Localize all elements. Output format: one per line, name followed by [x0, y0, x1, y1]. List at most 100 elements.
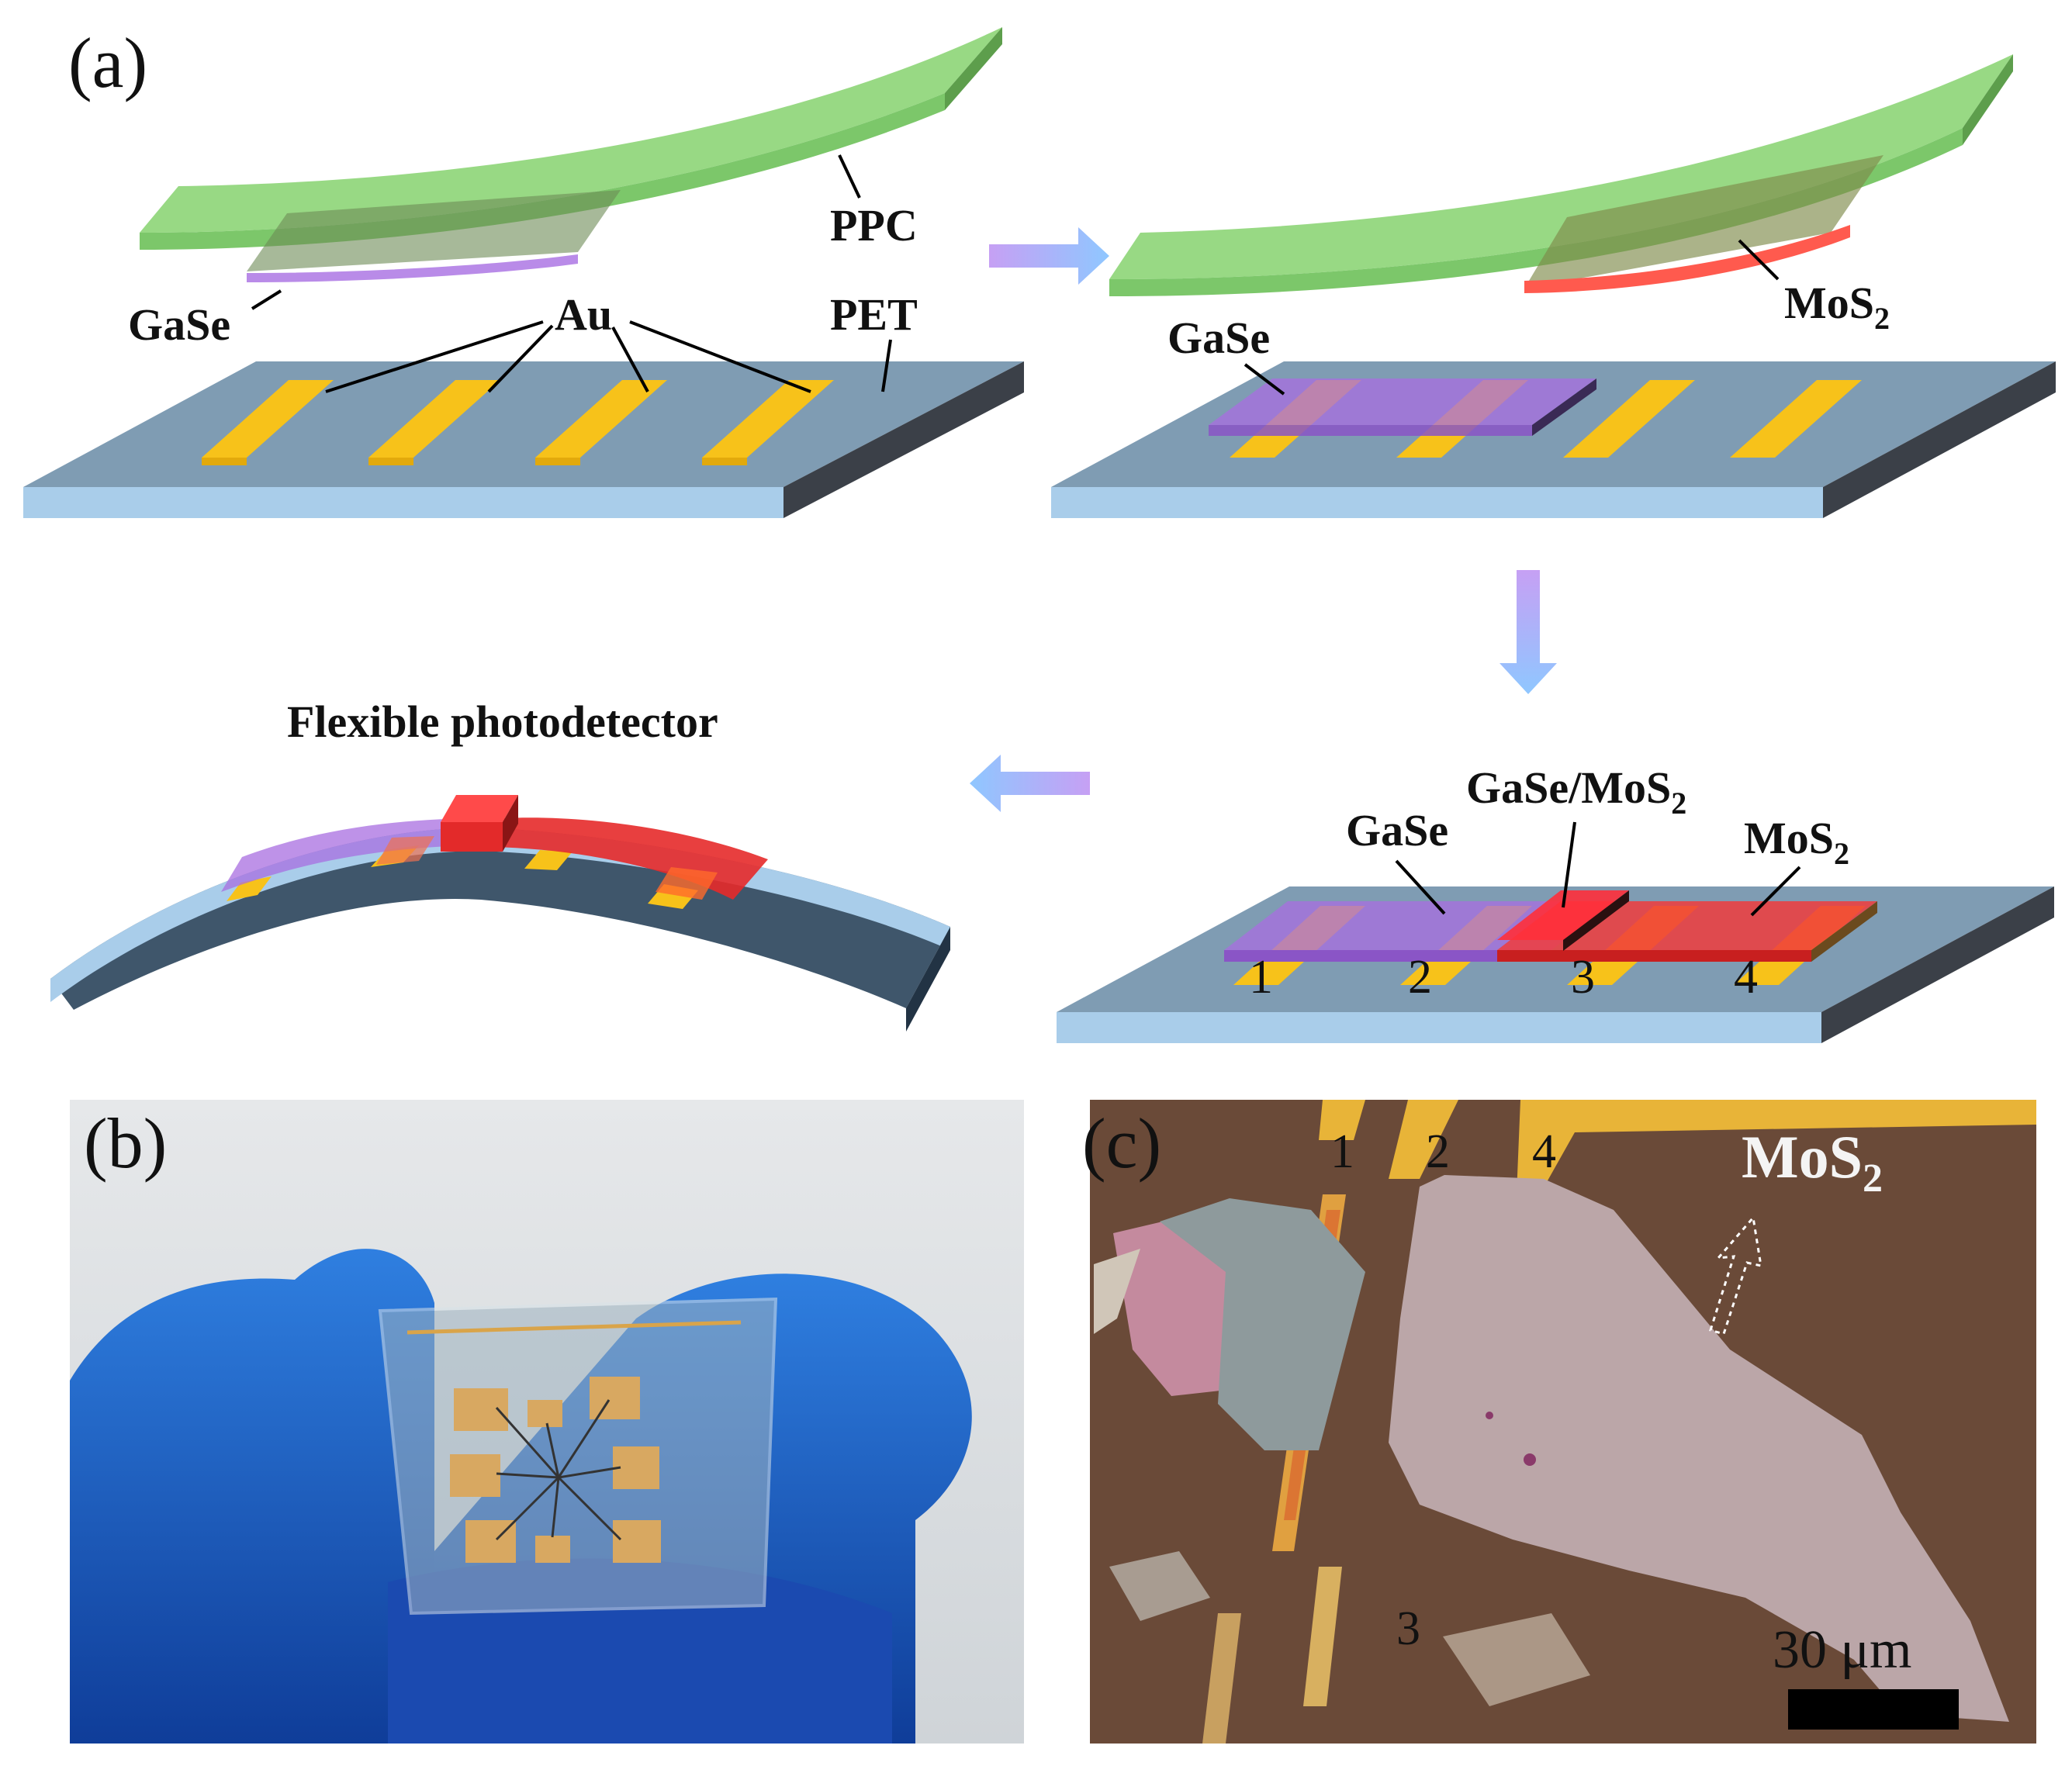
pointer-au-4 [629, 320, 811, 393]
au-electrode-edge [368, 458, 413, 465]
pointer-gase-step2 [1244, 363, 1285, 396]
electrode-number: 1 [1249, 951, 1273, 1004]
pet-label: PET [830, 289, 918, 340]
heterostructure-label: GaSe/MoS2 [1466, 762, 1686, 821]
pet-substrate-front [1057, 1012, 1821, 1043]
ppc-film-end [945, 27, 1002, 110]
panel-b-label: (b) [84, 1104, 167, 1183]
gase-flake [1094, 1249, 1140, 1334]
pet-substrate-front [1051, 487, 1823, 518]
mos2-label-step2: MoS2 [1784, 278, 1890, 336]
flake-spot [1486, 1412, 1493, 1419]
au-label: Au [555, 289, 612, 340]
pointer-mos2-step2 [1738, 239, 1780, 281]
gase-flake-on-ppc [247, 254, 578, 282]
scale-bar-label: 30 μm [1773, 1620, 1911, 1680]
electrode-number: 3 [1571, 951, 1595, 1004]
ppc-label: PPC [830, 200, 918, 251]
electrode-pad [590, 1377, 640, 1419]
step4-schematic: Flexible photodetector [50, 696, 950, 1032]
gase-flake-side [1532, 378, 1596, 436]
panel-c: 1 2 4 3 MoS2 30 μm (c) [1082, 1100, 2036, 1744]
pet-substrate-top [23, 361, 1024, 487]
overlap-highlight [376, 836, 434, 865]
gase-flake [1109, 1551, 1210, 1621]
au-electrode [702, 380, 834, 458]
au-electrode-edge [202, 458, 247, 465]
bent-substrate-side [906, 927, 950, 1032]
micro-electrode-lower [1202, 1613, 1241, 1744]
pet-substrate-side [1823, 361, 2056, 518]
micro-electrode-number: 4 [1532, 1125, 1556, 1178]
electrode-pad [450, 1454, 500, 1497]
panel-b: (b) [70, 1100, 1024, 1744]
au-electrode [227, 876, 272, 901]
gase-flake [1113, 1218, 1241, 1396]
mos2-on-ppc-shadow [1524, 155, 1883, 289]
flake-spot [1524, 1453, 1536, 1466]
pointer-ppc [838, 154, 861, 199]
step-arrow-down [1500, 570, 1557, 694]
micro-electrode-1 [1319, 1100, 1365, 1140]
ppc-film-front [140, 93, 945, 250]
raised-heterojunction-top [441, 795, 518, 822]
au-electrode [368, 380, 500, 458]
gase-on-ppc-shadow [247, 190, 621, 271]
mos2-flake-edge [1497, 950, 1811, 962]
pointer-gase-step3 [1395, 859, 1446, 915]
mos2-flake-on-ppc [1524, 225, 1850, 293]
gase-flake-edge [1224, 950, 1551, 962]
pointer-au-3 [611, 327, 649, 392]
step-arrow-left [970, 755, 1090, 812]
pet-substrate-side [783, 361, 1024, 518]
gase-label-step1: GaSe [128, 299, 230, 350]
mos2-label-micrograph: MoS2 [1742, 1123, 1883, 1201]
gase-flake [1209, 378, 1596, 425]
micro-electrode-4 [1517, 1100, 2036, 1194]
overlap-highlight [655, 867, 718, 900]
pet-substrate-side [1821, 886, 2054, 1043]
au-electrode [1563, 380, 1695, 458]
pointer-au-1 [325, 320, 544, 393]
flexible-photodetector-label: Flexible photodetector [287, 696, 718, 747]
micro-electrode-number: 3 [1396, 1602, 1420, 1655]
gase-flake-edge [1209, 425, 1532, 436]
glove-left [70, 1249, 434, 1744]
pointer-gase-step1 [251, 289, 282, 310]
electrode-leads [495, 1399, 622, 1541]
micro-electrode-3 [1303, 1567, 1342, 1706]
pointer-mos2-step3 [1750, 866, 1801, 917]
au-electrode [1730, 380, 1862, 458]
micro-electrode-2 [1389, 1100, 1458, 1179]
gase-flake [1160, 1198, 1365, 1450]
heterostructure-side [1563, 890, 1629, 951]
heterostructure-overlap [1497, 890, 1629, 940]
mos2-pointer-arrow [1709, 1215, 1762, 1336]
raised-heterojunction-front [441, 822, 503, 852]
raised-heterojunction-side [503, 795, 518, 852]
panel-a: (a) PP [23, 23, 2056, 1043]
substrate-edge-line [406, 1320, 742, 1335]
au-electrode [535, 380, 667, 458]
gase-label-step3: GaSe [1346, 805, 1448, 855]
step-arrow-right [989, 227, 1109, 285]
ppc-film-top [1109, 54, 2013, 279]
electrode-pattern [450, 1377, 661, 1563]
au-electrodes [202, 380, 834, 465]
pet-substrate-front [23, 487, 783, 518]
electrode-pad [613, 1520, 661, 1563]
ppc-film-top [140, 27, 1002, 233]
electrode-pad [454, 1388, 508, 1431]
pointer-pet [881, 339, 892, 392]
step3-schematic: 1 2 3 4 GaSe/MoS2 GaSe MoS2 [1057, 762, 2054, 1043]
ppc-film-end [1963, 54, 2013, 145]
panel-c-label: (c) [1082, 1104, 1161, 1183]
electrode-number: 4 [1734, 951, 1758, 1004]
au-electrode-edge [702, 458, 747, 465]
electrode-pad [535, 1536, 570, 1563]
panel-a-label: (a) [68, 23, 147, 102]
micro-electrode-number: 2 [1426, 1125, 1450, 1178]
mos2-flake-side [1811, 901, 1877, 962]
